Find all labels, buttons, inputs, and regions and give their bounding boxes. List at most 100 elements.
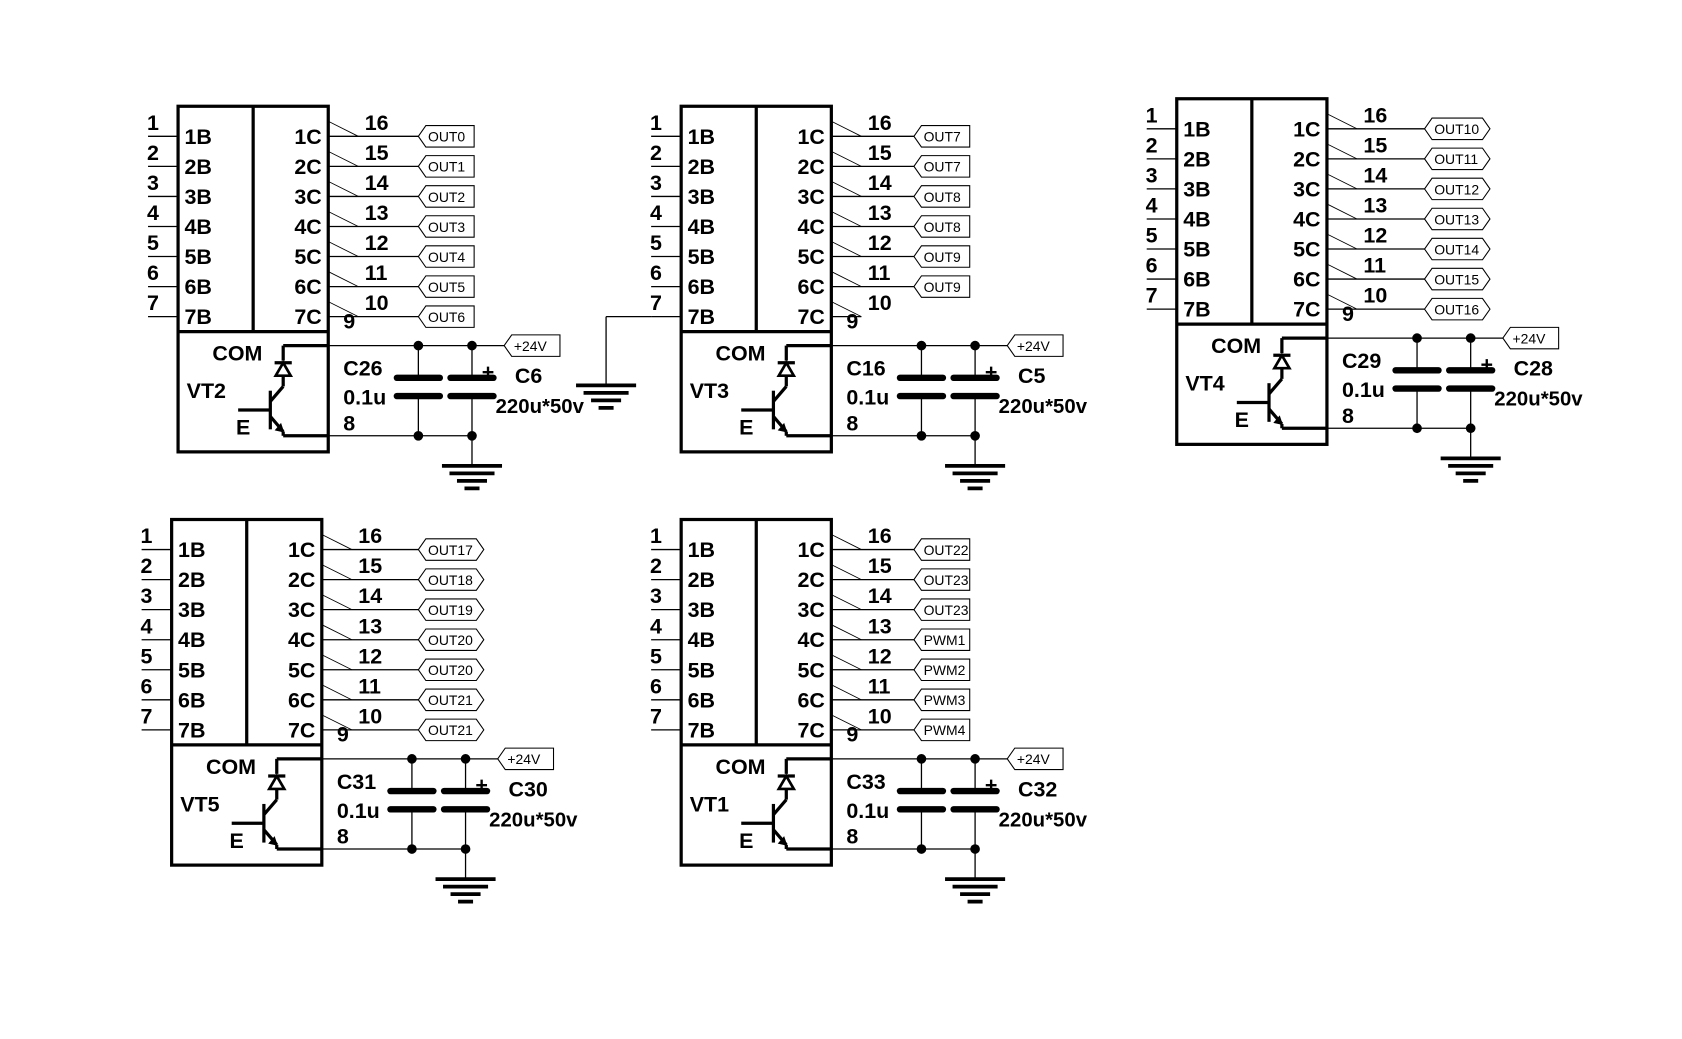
right-pin-number: 13 — [365, 201, 389, 225]
right-pin-name: 1C — [288, 538, 315, 562]
pin-diagonal — [1326, 203, 1358, 220]
net-label-text: OUT0 — [428, 129, 465, 145]
right-pin-number: 10 — [365, 291, 389, 315]
left-pin-number: 1 — [141, 524, 153, 548]
net-label-text: +24V — [1017, 338, 1051, 354]
net-label-text: OUT7 — [924, 129, 961, 145]
right-pin-name: 6C — [797, 688, 824, 712]
net-label-text: OUT14 — [1434, 241, 1479, 257]
left-pin-number: 5 — [1146, 224, 1158, 248]
left-pin-name: 5B — [185, 245, 212, 269]
com-pin-number: 9 — [1342, 302, 1354, 326]
left-pin-number: 4 — [1146, 194, 1158, 218]
com-pin-number: 9 — [343, 309, 355, 333]
left-pin-name: 6B — [688, 688, 715, 712]
pin-diagonal — [1326, 143, 1358, 160]
left-pin-name: 4B — [185, 215, 212, 239]
left-pin-number: 1 — [1146, 103, 1158, 127]
bulk-cap-value: 220u*50v — [489, 809, 578, 831]
right-pin-name: 7C — [797, 718, 824, 742]
right-pin-number: 11 — [1363, 254, 1386, 278]
net-label: OUT1 — [417, 155, 475, 178]
bulk-cap-ref: C5 — [1018, 364, 1045, 388]
capacitor-bulk-icon — [1446, 333, 1496, 434]
net-label-shape — [1423, 147, 1491, 171]
transistor-ref: VT3 — [690, 379, 729, 403]
right-pin-number: 16 — [1363, 103, 1387, 127]
pin-diagonal — [1326, 173, 1358, 190]
right-pin-name: 5C — [797, 245, 824, 269]
pin-diagonal — [321, 654, 353, 671]
pin-diagonal — [1326, 113, 1358, 130]
net-label: OUT11 — [1423, 147, 1491, 171]
net-label: OUT15 — [1423, 267, 1491, 291]
right-pin-number: 11 — [358, 674, 381, 698]
small-cap-value: 0.1u — [343, 386, 386, 410]
small-cap-ref: C26 — [343, 357, 382, 381]
small-cap-value: 0.1u — [846, 386, 889, 410]
right-pin-name: 5C — [294, 245, 321, 269]
left-pin-name: 2B — [185, 155, 212, 179]
pin-diagonal — [831, 150, 862, 167]
junction-dot — [1465, 333, 1476, 343]
e-pin-number: 8 — [343, 411, 355, 435]
right-pin-number: 14 — [868, 584, 892, 608]
net-label-shape — [913, 658, 971, 682]
left-pin-number: 7 — [141, 704, 153, 728]
net-label: OUT14 — [1423, 237, 1491, 261]
net-label-shape — [417, 538, 485, 561]
pin-diagonal — [321, 564, 353, 580]
net-label-text: OUT21 — [428, 692, 473, 708]
junction-dot — [970, 340, 980, 351]
right-pin-name: 5C — [1293, 238, 1320, 262]
left-pin-number: 2 — [650, 554, 662, 578]
junction-dot — [460, 754, 471, 764]
left-pin-number: 6 — [1146, 254, 1158, 278]
com-pin-number: 9 — [337, 723, 349, 747]
net-label-shape — [1423, 207, 1491, 231]
right-pin-name: 2C — [797, 155, 824, 179]
net-label-text: +24V — [507, 751, 541, 767]
net-label: OUT16 — [1423, 297, 1491, 321]
net-label-text: +24V — [514, 338, 548, 354]
ground-icon — [435, 877, 496, 904]
junction-dot — [916, 340, 927, 351]
right-pin-number: 12 — [358, 644, 382, 668]
com-pin-number: 9 — [846, 309, 858, 333]
right-pin-number: 11 — [365, 261, 388, 285]
net-label: OUT20 — [417, 628, 485, 651]
right-pin-number: 12 — [365, 231, 389, 255]
net-label: OUT7 — [913, 125, 971, 148]
ground-icon — [441, 463, 503, 491]
com-label: COM — [715, 755, 765, 779]
net-label: OUT5 — [417, 275, 475, 298]
right-pin-number: 10 — [1363, 284, 1387, 308]
pin-diagonal — [831, 211, 862, 227]
net-label: OUT19 — [417, 598, 485, 621]
left-pin-name: 4B — [688, 215, 715, 239]
bulk-cap-ref: C6 — [515, 364, 542, 388]
left-pin-number: 5 — [650, 644, 662, 668]
right-pin-number: 10 — [868, 704, 892, 728]
left-pin-number: 7 — [1146, 284, 1158, 308]
net-label-text: +24V — [1513, 330, 1547, 346]
e-pin-number: 8 — [337, 825, 349, 849]
net-label-text: OUT18 — [428, 572, 473, 588]
right-pin-number: 15 — [365, 141, 389, 165]
polarity-mark: + — [1481, 352, 1494, 376]
small-cap-value: 0.1u — [846, 799, 889, 823]
left-pin-number: 1 — [147, 111, 159, 135]
net-label: OUT6 — [417, 305, 475, 328]
junction-dot — [970, 754, 980, 764]
left-pin-name: 3B — [1183, 177, 1210, 201]
net-label-text: PWM4 — [924, 722, 966, 738]
net-label-shape — [417, 185, 475, 208]
left-pin-name: 4B — [1183, 207, 1210, 231]
net-label-shape — [913, 245, 971, 268]
net-label-shape — [417, 215, 475, 238]
small-cap-ref: C29 — [1342, 349, 1381, 373]
left-pin-name: 4B — [178, 628, 205, 652]
